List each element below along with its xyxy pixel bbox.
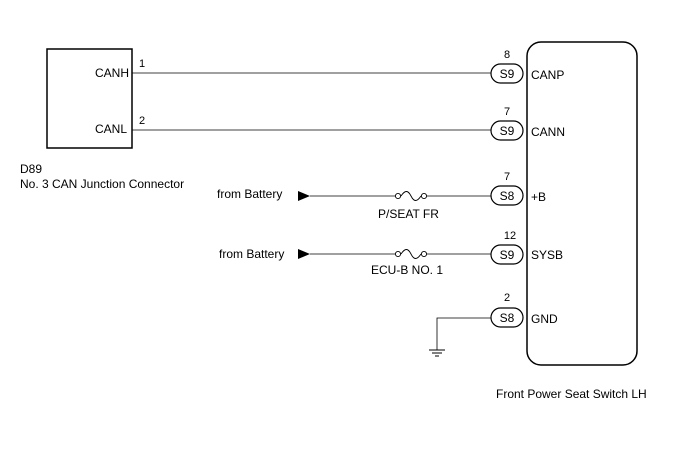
terminal-connector-code: S8 (500, 311, 515, 325)
terminal-name-sysb: SYSB (531, 248, 563, 262)
power-source-label-1: from Battery (217, 187, 282, 201)
terminal-connector-code: S9 (500, 67, 515, 81)
terminal-connector-code: S9 (500, 124, 515, 138)
fuse-icon (394, 249, 428, 259)
connector-title: No. 3 CAN Junction Connector (20, 177, 184, 191)
terminal-connector-b (490, 185, 524, 206)
fuse-icon (394, 191, 428, 201)
terminal-name-canp: CANP (531, 68, 564, 82)
ground-icon (429, 349, 445, 357)
fuse-label-ecub: ECU-B NO. 1 (371, 263, 443, 277)
terminal-number: 7 (504, 171, 510, 183)
component-title: Front Power Seat Switch LH (496, 387, 647, 401)
terminal-connector-canp (490, 63, 524, 84)
terminal-number: 7 (504, 106, 510, 118)
terminal-number: 8 (504, 49, 510, 61)
fuse-label-pseat: P/SEAT FR (378, 207, 439, 221)
terminal-connector-gnd (490, 307, 524, 328)
terminal-name-gnd: GND (531, 312, 558, 326)
terminal-connector-code: S9 (500, 248, 515, 262)
junction-connector-box (46, 48, 133, 149)
connector-pin-num-1: 1 (139, 58, 145, 70)
terminal-number: 12 (504, 230, 516, 242)
terminal-number: 2 (504, 292, 510, 304)
seat-switch-box (526, 41, 638, 366)
connector-pin-num-2: 2 (139, 115, 145, 127)
feed-arrow-icon (298, 191, 310, 201)
terminal-connector-code: S8 (500, 189, 515, 203)
terminal-name-b: +B (531, 190, 546, 204)
connector-code: D89 (20, 162, 42, 176)
connector-pin-name-canh: CANH (95, 66, 129, 80)
connector-pin-name-canl: CANL (95, 122, 127, 136)
wire-ground (436, 317, 491, 350)
terminal-name-cann: CANN (531, 125, 565, 139)
feed-arrow-icon (298, 249, 310, 259)
terminal-connector-sysb (490, 244, 524, 265)
terminal-connector-cann (490, 120, 524, 141)
power-source-label-2: from Battery (219, 247, 284, 261)
